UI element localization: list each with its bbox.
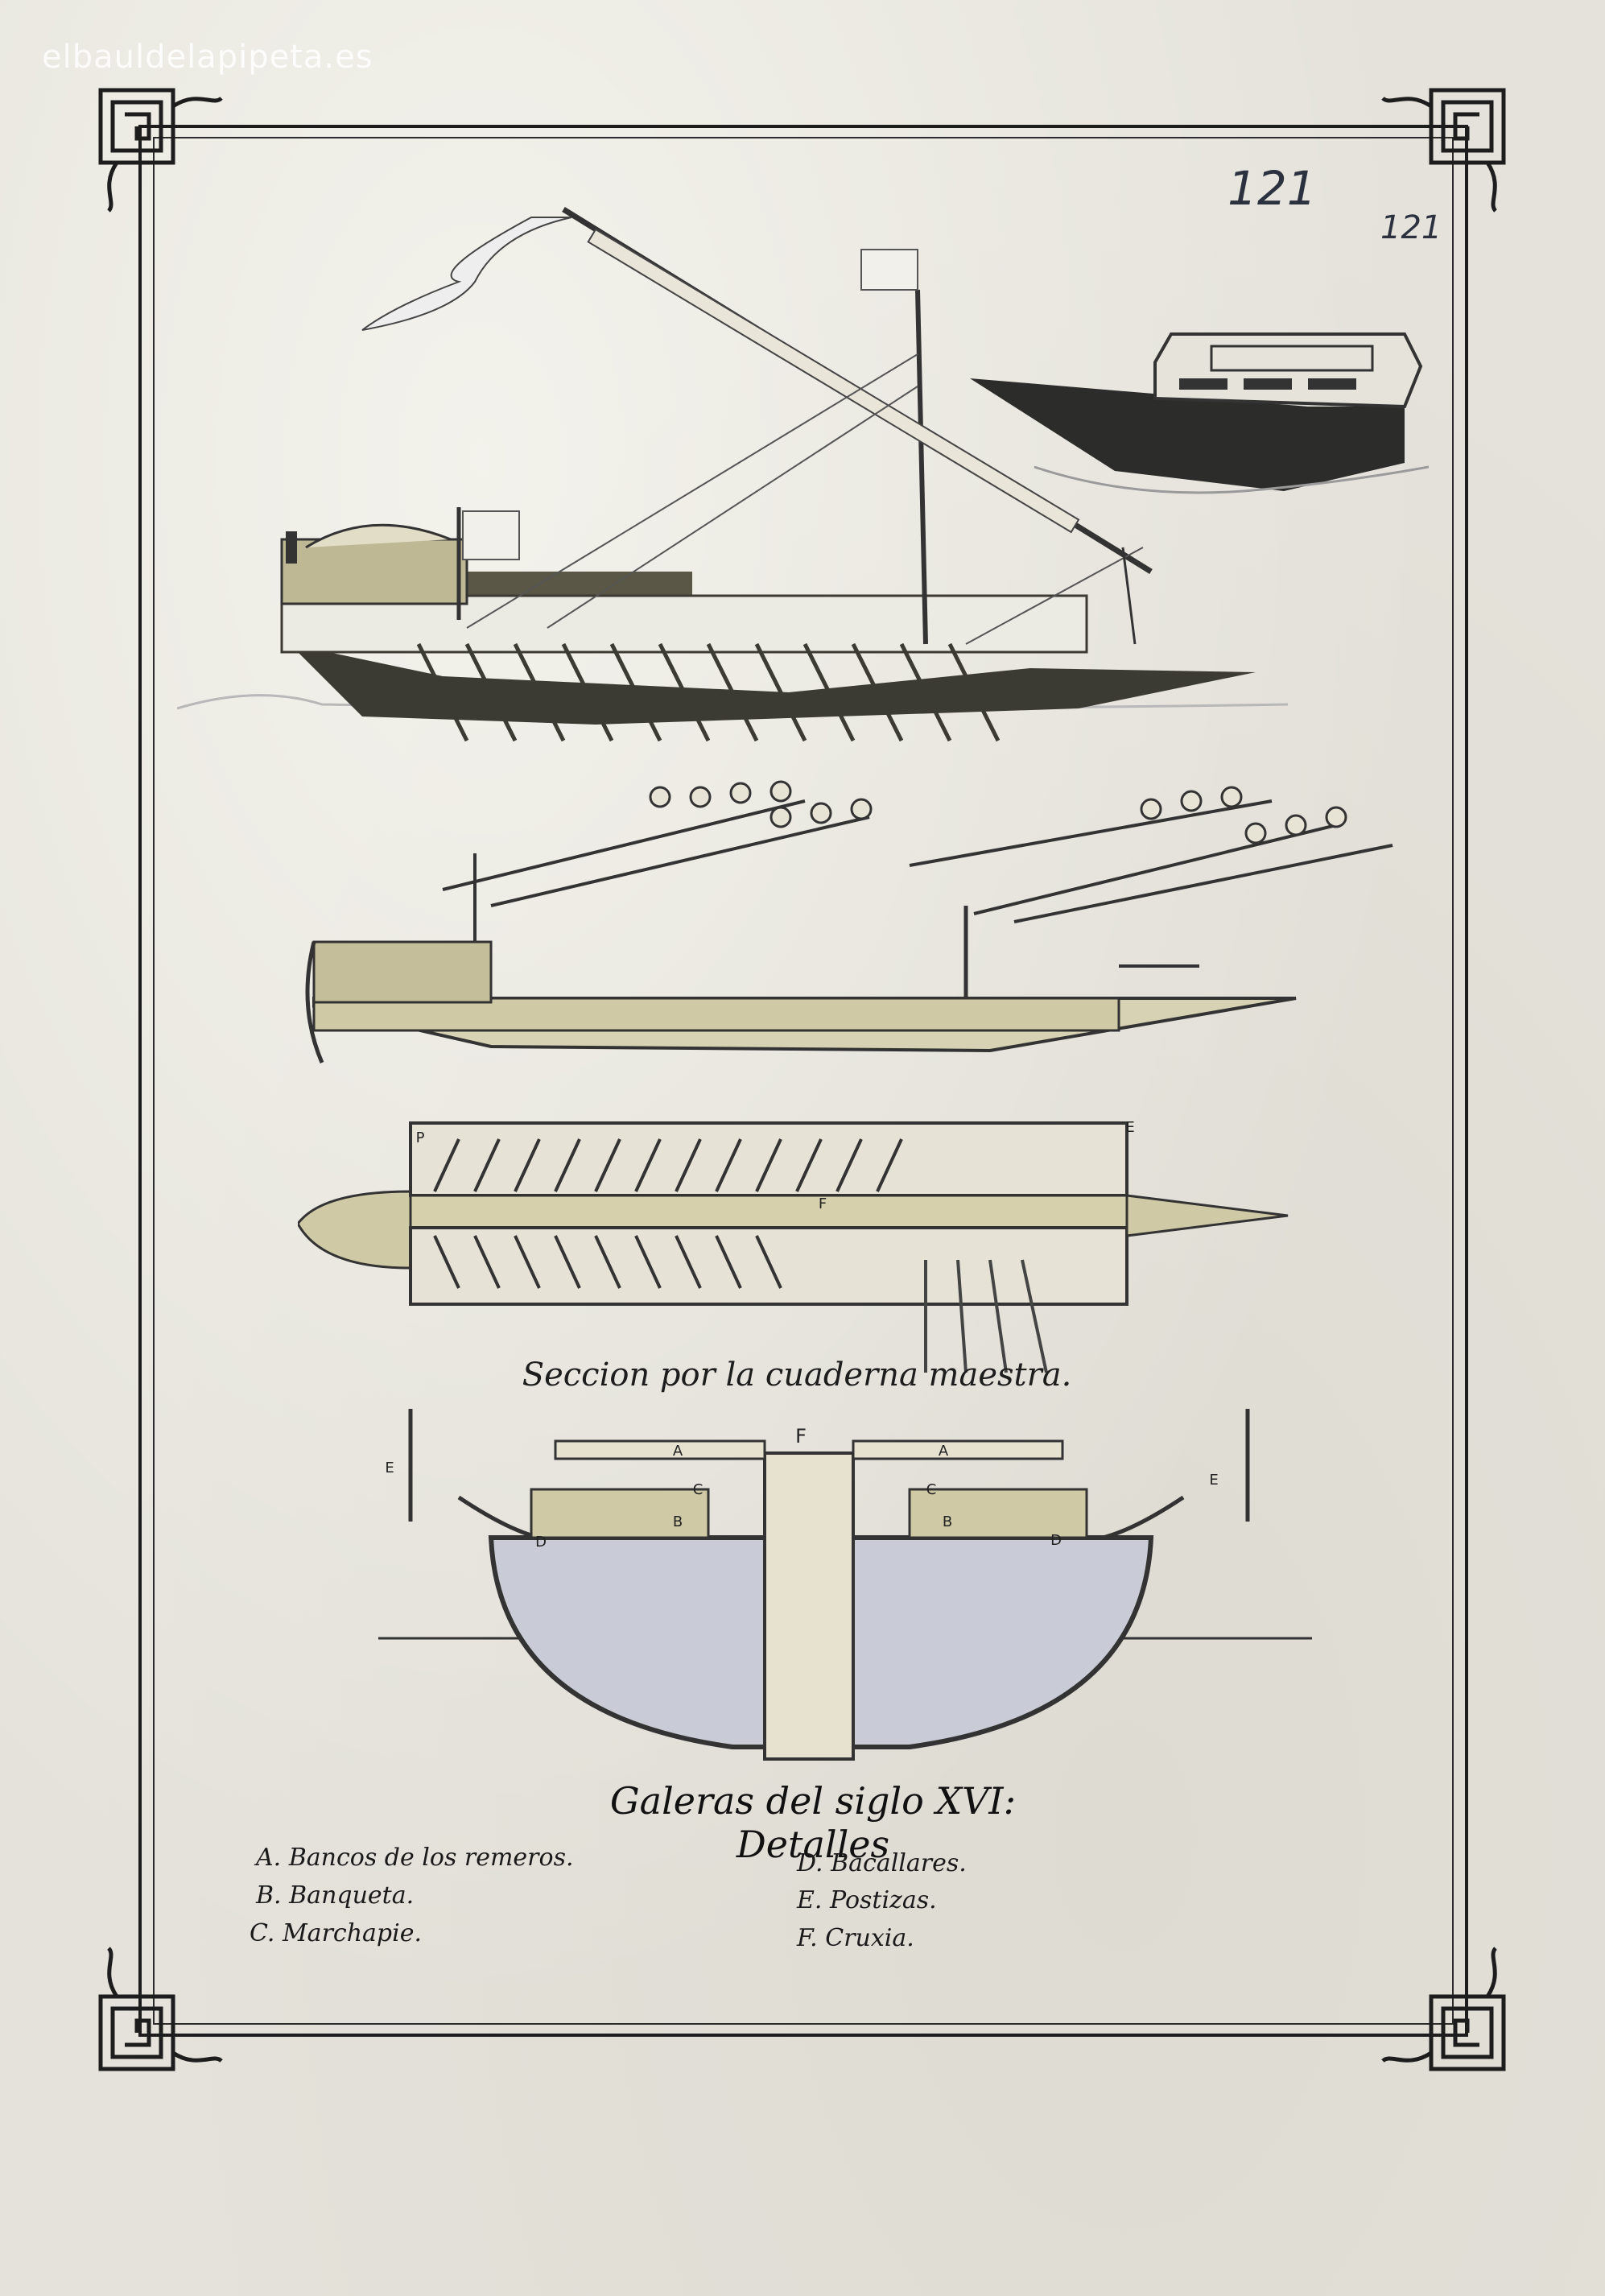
- galley-sailing-illustration: [177, 207, 1288, 742]
- plan-label-f: F: [818, 1195, 827, 1212]
- legend-key: C.: [250, 1919, 275, 1947]
- section-label-a-left: A: [672, 1443, 683, 1460]
- legend-text: Banqueta.: [289, 1881, 415, 1910]
- section-label-f: F: [795, 1425, 807, 1447]
- bow-cannon-detail-illustration: [970, 332, 1429, 494]
- greek-key-corner-icon: [98, 1947, 223, 2071]
- legend-item: F. Cruxia.: [797, 1924, 914, 1956]
- legend-text: Postizas.: [829, 1886, 937, 1914]
- legend-key: A.: [256, 1844, 282, 1872]
- plan-label-p: P: [415, 1129, 425, 1146]
- legend-text: Marchapie.: [282, 1919, 423, 1947]
- section-label-b-left: B: [672, 1513, 683, 1530]
- galley-deck-plan-illustration: [298, 1121, 1289, 1373]
- legend-key: D.: [797, 1849, 823, 1877]
- midship-section-illustration: [378, 1409, 1312, 1761]
- section-label-a-right: A: [938, 1443, 949, 1460]
- legend-text: Bacallares.: [831, 1849, 967, 1877]
- legend-text: Bancos de los remeros.: [288, 1844, 574, 1872]
- section-label-c-right: C: [926, 1481, 937, 1498]
- legend-key: E.: [797, 1886, 823, 1914]
- plan-label-e: E: [1125, 1119, 1135, 1136]
- legend-item: C. Marchapie.: [250, 1919, 422, 1951]
- section-label-e-right: E: [1209, 1472, 1219, 1489]
- border-inner: [153, 137, 1454, 2025]
- watermark: elbauldelapipeta.es: [42, 39, 373, 76]
- legend-item: D. Bacallares.: [797, 1849, 967, 1881]
- legend-key: F.: [797, 1924, 818, 1952]
- rowers-illustration: [442, 780, 1393, 923]
- section-label-c-left: C: [692, 1481, 703, 1498]
- plate-title: Galeras del siglo XVI: Detalles: [609, 1779, 1017, 1866]
- greek-key-corner-icon: [1381, 88, 1506, 213]
- legend-item: B. Banqueta.: [256, 1881, 414, 1914]
- border-outer: [138, 125, 1468, 2037]
- galley-profile-illustration: [305, 853, 1297, 1063]
- greek-key-corner-icon: [98, 88, 223, 213]
- legend-item: E. Postizas.: [797, 1886, 937, 1918]
- section-label-b-right: B: [942, 1513, 953, 1530]
- legend-key: B.: [256, 1881, 282, 1910]
- section-label-d-right: D: [1050, 1532, 1062, 1549]
- section-heading: Seccion por la cuaderna maestra.: [522, 1357, 1072, 1394]
- section-label-d-left: D: [535, 1534, 547, 1551]
- greek-key-corner-icon: [1381, 1947, 1506, 2071]
- legend-text: Cruxia.: [825, 1924, 914, 1952]
- page-number: 121: [1227, 161, 1317, 216]
- legend-item: A. Bancos de los remeros.: [256, 1844, 574, 1876]
- page-number-secondary: 121: [1380, 209, 1442, 246]
- section-label-e-left: E: [385, 1460, 394, 1476]
